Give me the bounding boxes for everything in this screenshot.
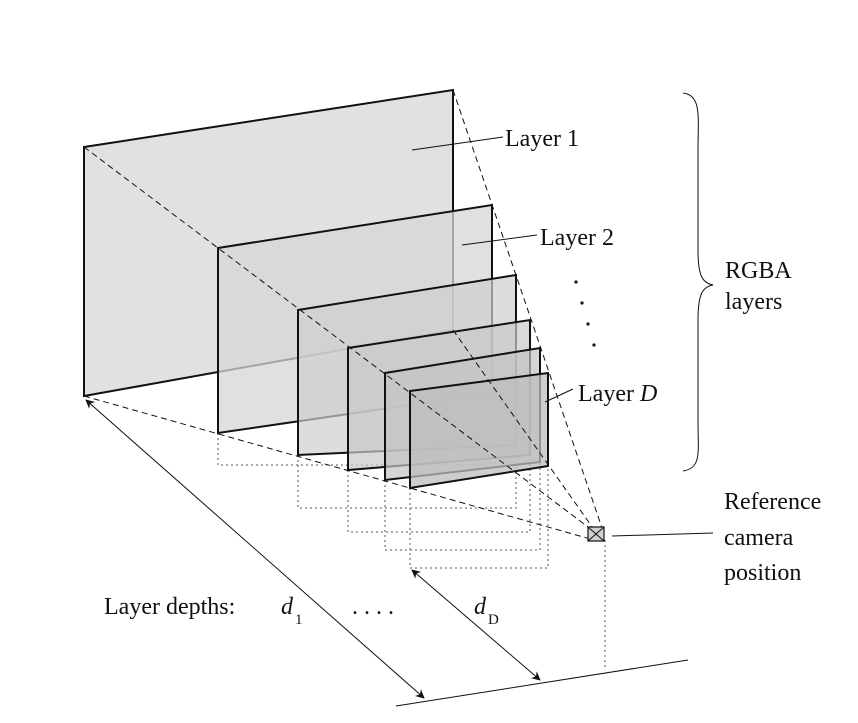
d1-symbol: d [281,594,294,620]
layer-2-label: Layer 2 [540,225,614,251]
depth-d1-arrow [85,399,425,699]
layer-depths-label: Layer depths: [104,594,235,620]
rgba-label-line2: layers [725,289,782,315]
layer-D-label: Layer D [578,381,657,407]
dD-subscript: D [488,612,499,628]
ground-line [395,659,689,707]
camera-label-line2: camera [724,525,794,551]
layer-1-label: Layer 1 [505,126,579,152]
d1-subscript: 1 [295,612,303,628]
layer-D-plane [409,371,549,490]
dD-symbol: d [474,594,487,620]
depth-dD-arrow [411,569,541,681]
layer-planes [83,88,549,490]
rgba-label-line1: RGBA [725,258,792,284]
vertical-ellipsis [574,280,596,347]
camera-label-line3: position [724,560,801,586]
camera-icon [587,526,605,542]
depths-ellipsis: . . . . [352,594,394,620]
camera-label-line1: Reference [724,489,821,515]
rgba-brace [682,92,714,472]
leader-lines [411,136,714,537]
